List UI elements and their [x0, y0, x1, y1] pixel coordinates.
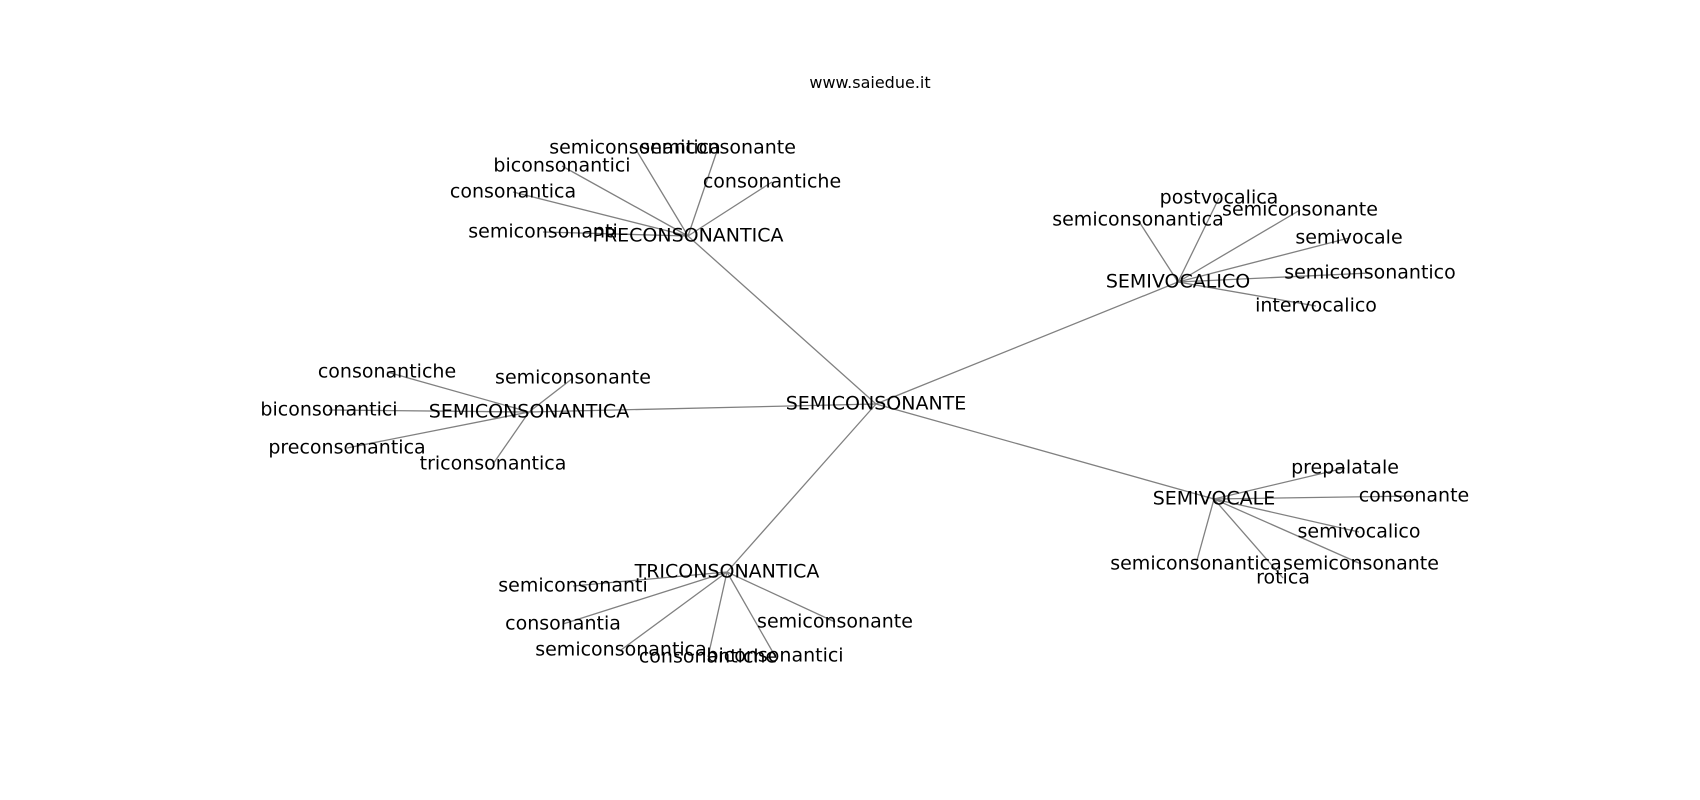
- edge-hub-to-leaf: [1213, 495, 1415, 500]
- edge-hub-to-leaf: [492, 411, 530, 465]
- edge-hub-to-leaf: [386, 371, 530, 413]
- leaf-node-label: rotica: [1256, 567, 1310, 589]
- edge-hub-to-leaf: [346, 411, 530, 449]
- leaf-node-label: semiconsonanti: [468, 221, 617, 243]
- leaf-node-label: postvocalica: [1160, 187, 1279, 209]
- edge-center-to-hub: [528, 403, 877, 413]
- edge-hub-to-leaf: [512, 191, 689, 237]
- leaf-node-label: consonantiche: [318, 361, 456, 383]
- leaf-node-label: semiconsonantica: [535, 639, 707, 661]
- edge-hub-to-leaf: [1213, 498, 1362, 565]
- edge-hub-to-leaf: [687, 181, 773, 237]
- edge-center-to-hub: [687, 235, 877, 405]
- leaf-node-label: semiconsonante: [1283, 553, 1439, 575]
- leaf-node-label: semiconsonantica: [1052, 209, 1224, 231]
- leaf-node-label: prepalatale: [1291, 457, 1399, 479]
- leaf-node-label: biconsonantici: [706, 645, 843, 667]
- edge-hub-to-leaf: [707, 571, 728, 658]
- edge-hub-to-leaf: [1213, 498, 1360, 533]
- edge-hub-to-leaf: [528, 377, 574, 413]
- hub-node-label: PRECONSONANTICA: [592, 225, 783, 247]
- leaf-node-label: semiconsonantico: [1284, 262, 1456, 284]
- leaf-node-label: semiconsonanti: [498, 575, 647, 597]
- leaf-node-label: semivocale: [1295, 227, 1402, 249]
- edge-center-to-hub: [875, 403, 1215, 500]
- leaf-node-label: biconsonantici: [260, 399, 397, 421]
- edge-hub-to-leaf: [1177, 197, 1220, 283]
- edge-hub-to-leaf: [1195, 498, 1215, 565]
- leaf-node-label: triconsonantica: [420, 453, 567, 475]
- edge-hub-to-leaf: [542, 231, 689, 237]
- edge-hub-to-leaf: [1213, 498, 1284, 579]
- leaf-node-label: semiconsonantica: [1110, 553, 1282, 575]
- edge-center-to-hub: [875, 281, 1179, 405]
- leaf-node-label: biconsonantici: [493, 155, 630, 177]
- edge-hub-to-leaf: [620, 571, 728, 651]
- edge-hub-to-leaf: [1177, 272, 1371, 283]
- edge-hub-to-leaf: [1213, 467, 1346, 500]
- edge-hub-to-leaf: [726, 571, 776, 657]
- edge-hub-to-leaf: [572, 571, 728, 587]
- edge-hub-to-leaf: [1177, 281, 1317, 307]
- leaf-node-label: semiconsonante: [495, 367, 651, 389]
- leaf-node-label: consonante: [1359, 485, 1470, 507]
- leaf-node-label: semiconsonante: [640, 137, 796, 159]
- leaf-node-label: semiconsonante: [757, 611, 913, 633]
- edge-hub-to-leaf: [1177, 209, 1301, 283]
- leaf-node-label: consonantia: [505, 613, 621, 635]
- graph-labels: SEMICONSONANTEsemiconsonanticasemiconson…: [260, 137, 1469, 668]
- edge-center-to-hub: [726, 403, 877, 573]
- leaf-node-label: semiconsonante: [1222, 199, 1378, 221]
- hub-node-label: TRICONSONANTICA: [634, 561, 820, 583]
- edge-hub-to-leaf: [328, 409, 530, 413]
- leaf-node-label: semiconsonantica: [549, 137, 721, 159]
- edge-hub-to-leaf: [562, 571, 728, 625]
- edge-hub-to-leaf: [1137, 219, 1179, 283]
- edge-hub-to-leaf: [634, 147, 689, 237]
- edge-hub-to-leaf: [726, 571, 836, 623]
- leaf-node-label: preconsonantica: [268, 437, 425, 459]
- edge-hub-to-leaf: [1177, 237, 1350, 283]
- graph-edges: [328, 147, 1415, 658]
- leaf-node-label: semivocalico: [1298, 521, 1421, 543]
- edge-hub-to-leaf: [687, 147, 719, 237]
- hub-node-label: SEMICONSONANTICA: [429, 401, 629, 423]
- site-header: www.saiedue.it: [809, 73, 930, 92]
- hub-node-label: SEMIVOCALICO: [1106, 271, 1250, 293]
- leaf-node-label: intervocalico: [1255, 295, 1377, 317]
- center-node-label: SEMICONSONANTE: [786, 393, 967, 415]
- leaf-node-label: consonantiche: [703, 171, 841, 193]
- hub-node-label: SEMIVOCALE: [1153, 488, 1276, 510]
- edge-hub-to-leaf: [561, 165, 689, 237]
- leaf-node-label: consonantica: [450, 181, 576, 203]
- leaf-node-label: consonantiche: [639, 646, 777, 668]
